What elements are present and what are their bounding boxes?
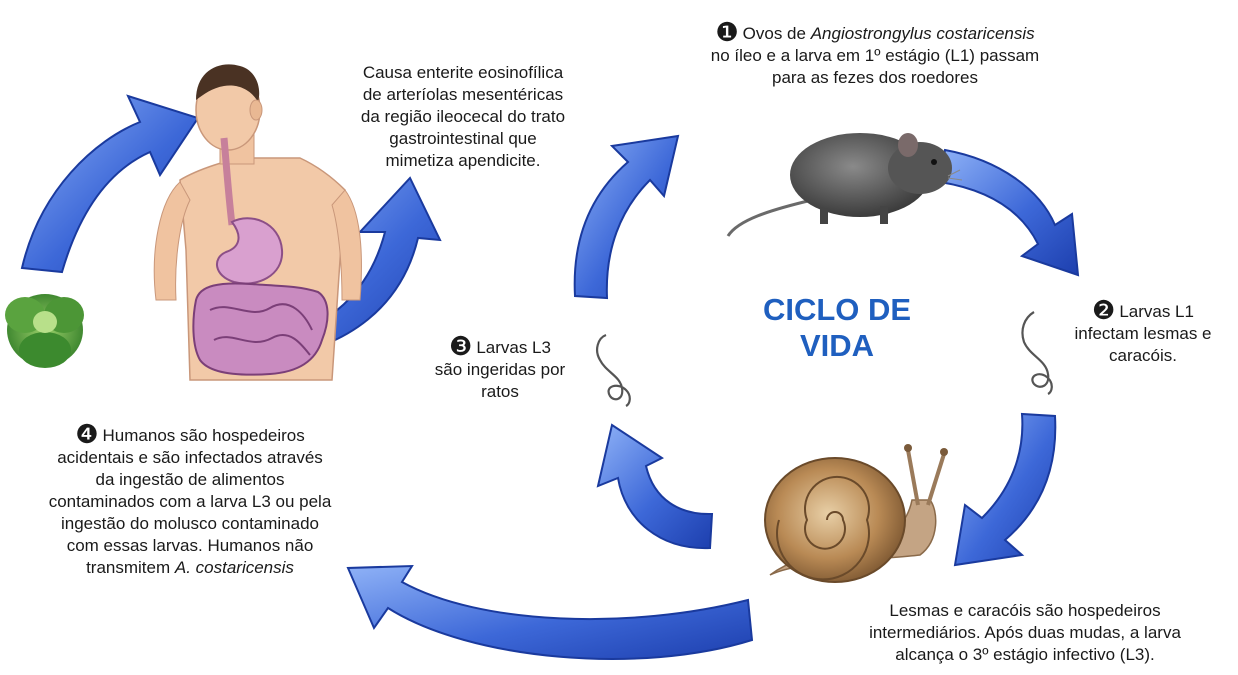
step4-line7-pre: transmitem [86,558,175,577]
arrow-snail-to-human [346,564,754,660]
step4-line: com essas larvas. Humanos não [66,536,314,555]
step4-species-abbrev: A. costaricensis [174,558,294,577]
lettuce-illustration [5,294,84,368]
step2-line: caracóis. [1108,346,1178,365]
step3-line: ratos [481,382,519,401]
step2-line: infectam lesmas e [1074,324,1212,343]
arrow-rat-to-l1 [938,148,1080,277]
arrow-snail-to-l3 [596,423,714,550]
step1-marker: ❶ [715,18,739,48]
step4-line: ingestão do molusco contaminado [61,514,319,533]
arrow-lettuce-to-human [20,94,200,274]
snail-illustration [764,444,948,583]
title-line2: VIDA [799,328,875,363]
human-effect-line: gastrointestinal que [389,129,537,148]
snail-note-text: Lesmas e caracóis são hospedeiros interm… [815,600,1235,666]
step2-marker: ❷ [1092,296,1116,326]
step1-line: para as fezes dos roedores [771,68,978,87]
larva-l1-illustration [1021,311,1053,395]
step4-line: acidentais e são infectados através [57,448,323,467]
rat-illustration [726,133,963,237]
snail-note-line: Lesmas e caracóis são hospedeiros [889,601,1161,620]
diagram-title: CICLO DE VIDA [742,292,932,364]
step4-line: Humanos são hospedeiros [102,426,305,445]
arrow-l1-to-snail [953,412,1057,567]
arrow-l3-to-rat [573,134,680,300]
step3-line: Larvas L3 [476,338,551,357]
step1-line: no íleo e a larva em 1º estágio (L1) pas… [710,46,1040,65]
snail-note-line: intermediários. Após duas mudas, a larva [869,623,1181,642]
step4-marker: ❹ [75,420,99,450]
human-effect-line: da região ileocecal do trato [360,107,566,126]
larva-l3-illustration [596,333,631,407]
step3-line: são ingeridas por [434,360,566,379]
step1-text-pre: Ovos de [742,24,811,43]
human-effect-line: Causa enterite eosinofílica [362,63,564,82]
human-effect-line: mimetiza apendicite. [385,151,541,170]
step4-line: da ingestão de alimentos [95,470,285,489]
step3-marker: ❸ [449,332,473,362]
human-digestive-illustration [153,64,362,381]
snail-note-line: alcança o 3º estágio infectivo (L3). [895,645,1155,664]
human-effect-line: de arteríolas mesentéricas [362,85,564,104]
human-effect-text: Causa enterite eosinofílica de arteríola… [318,62,608,172]
title-line1: CICLO DE [762,292,912,327]
step4-line: contaminados com a larva L3 ou pela [48,492,332,511]
step2-line: Larvas L1 [1119,302,1194,321]
step1-species-name: Angiostrongylus costaricensis [810,24,1035,43]
